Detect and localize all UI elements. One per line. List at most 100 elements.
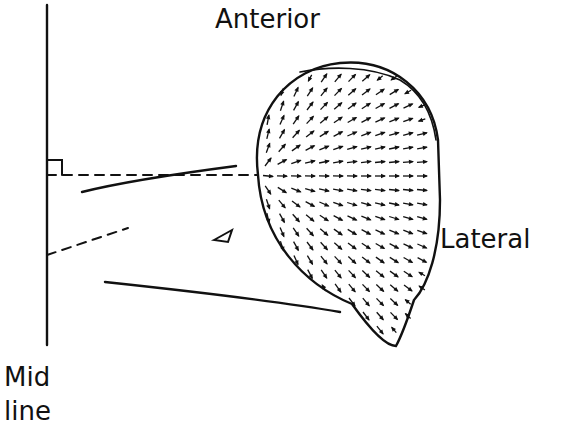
field-arrowhead [409,146,414,150]
field-arrowhead [266,204,270,210]
field-arrowhead [338,217,344,221]
field-arrowhead [296,160,302,164]
field-arrowhead [366,216,372,220]
field-arrowhead [352,202,357,206]
field-arrowhead [365,316,370,321]
field-arrow [389,133,399,136]
field-arrow [292,145,300,151]
field-arrow [279,144,286,151]
field-arrow [362,230,371,235]
field-arrow [390,89,399,94]
field-arrow [377,312,384,320]
field-arrow [418,258,427,263]
field-arrowhead [338,117,343,122]
field-arrow [334,132,343,137]
field-arrow [405,314,410,319]
field-arrow [307,242,313,250]
field-arrowhead [422,216,427,220]
field-arrow [266,199,269,208]
field-arrow [279,200,285,208]
field-arrowhead [296,188,302,192]
field-arrow [362,75,369,82]
field-arrowhead [353,160,358,164]
field-arrowhead [366,117,371,121]
field-arrowhead [395,160,400,164]
field-arrow [308,75,311,81]
field-arrowhead [423,146,428,150]
field-arrowhead [395,174,400,178]
field-arrowhead [423,188,428,192]
field-arrowhead [351,74,356,79]
field-arrowhead [352,216,358,220]
field-arrow [322,285,326,291]
field-arrowhead [405,313,410,318]
field-arrowhead [294,87,298,93]
field-arrowhead [280,100,284,106]
field-arrow [376,257,384,263]
field-arrowhead [310,188,315,192]
field-arrowhead [309,87,314,92]
field-arrow [348,243,356,249]
field-arrow [294,102,299,111]
field-arrow [419,286,425,290]
field-arrowhead [395,188,400,192]
field-arrow [391,76,397,80]
field-arrow [363,284,370,291]
field-arrow [376,104,385,109]
field-arrow [389,217,399,220]
field-arrowhead [337,245,342,250]
field-arrowhead [351,259,356,264]
field-arrow [390,271,398,277]
field-arrowhead [379,315,384,320]
field-arrow [390,104,399,109]
field-arrowhead [408,132,413,136]
field-arrow [348,89,355,96]
field-arrow [321,74,327,82]
field-arrow [392,327,397,332]
field-arrow [403,230,412,234]
field-arrow [404,258,413,263]
field-arrowhead [381,160,386,164]
field-arrowhead [309,130,314,135]
field-arrow [405,300,410,305]
field-arrowhead [395,202,400,206]
field-arrowhead [353,188,358,192]
field-arrow [335,256,342,263]
field-arrowhead [394,118,400,122]
field-arrowhead [408,244,413,248]
field-arrowhead [422,259,427,263]
vector-field [263,73,428,335]
field-arrowhead [418,104,423,108]
field-arrowhead [266,219,270,224]
field-arrow [419,272,425,276]
field-arrow [321,102,328,109]
field-arrow [404,244,413,248]
field-arrow [334,229,342,235]
field-arrowhead [365,287,370,292]
field-arrowhead [351,287,356,292]
field-arrowhead [352,146,357,150]
field-arrowhead [295,232,300,237]
field-arrowhead [380,230,385,234]
field-arrowhead [379,329,384,334]
field-arrowhead [366,202,371,206]
field-arrowhead [379,301,384,306]
field-arrowhead [308,77,312,83]
field-arrowhead [310,145,315,149]
field-arrowhead [269,174,274,178]
field-arrow [333,146,342,149]
field-arrow [280,101,283,110]
field-arrowhead [365,301,370,306]
field-arrow [294,255,298,264]
field-arrow [390,299,397,306]
field-arrowhead [404,90,409,94]
field-arrowhead [338,202,343,206]
field-arrow [307,88,312,96]
field-arrow [293,228,299,236]
field-arrowhead [281,218,285,223]
field-arrow [375,216,384,219]
field-arrowhead [281,203,286,208]
perpendicular-line [47,174,258,176]
field-arrowhead [365,259,370,264]
